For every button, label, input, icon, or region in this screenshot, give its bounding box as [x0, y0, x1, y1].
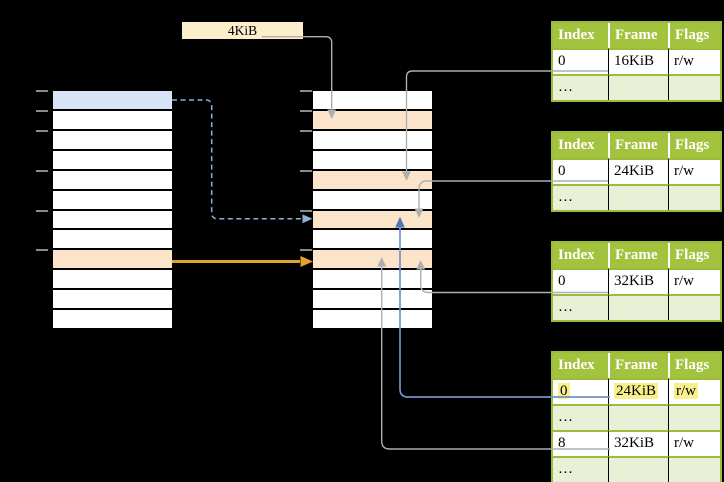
cell-flags: r/w [668, 268, 720, 294]
cell-index: 0 [553, 158, 608, 184]
cell-flags [668, 74, 720, 100]
memory-cell [313, 150, 432, 171]
yellow-highlight: 0 [558, 383, 570, 399]
page-table-3: Index Frame Flags 0 32KiB r/w … [551, 241, 722, 322]
header-frame: Frame [608, 243, 668, 268]
memory-cell [313, 130, 432, 151]
cell-index: … [553, 456, 608, 482]
tick-mark [300, 130, 312, 132]
tick-mark [36, 210, 48, 212]
memory-cell-peach [53, 250, 172, 271]
tick-mark [36, 170, 48, 172]
page-table-1: Index Frame Flags 0 16KiB r/w … [551, 21, 722, 102]
header-frame: Frame [608, 353, 668, 378]
tick-mark [36, 90, 48, 92]
cell-index: … [553, 294, 608, 320]
header-frame: Frame [608, 133, 668, 158]
arrow-dashed-page-to-frame24 [172, 99, 313, 224]
cell-flags: r/w [668, 48, 720, 74]
memory-column-middle [313, 91, 432, 331]
cell-flags-highlighted: r/w [668, 378, 720, 404]
header-index: Index [553, 243, 608, 268]
memory-cell-peach [313, 210, 432, 231]
memory-cell [313, 190, 432, 211]
memory-cell [53, 290, 172, 311]
yellow-highlight: 24KiB [614, 383, 659, 399]
memory-cell [53, 150, 172, 171]
memory-cell [53, 230, 172, 251]
memory-cell [53, 210, 172, 231]
cell-frame [608, 404, 668, 430]
arrow-orange-page-to-frame32 [172, 256, 313, 267]
memory-cell [53, 190, 172, 211]
cell-flags: r/w [668, 158, 720, 184]
memory-cell [313, 310, 432, 331]
memory-cell [53, 170, 172, 191]
header-flags: Flags [668, 353, 720, 378]
header-index: Index [553, 23, 608, 48]
memory-cell [53, 130, 172, 151]
memory-cell-peach [313, 110, 432, 131]
memory-cell [53, 310, 172, 331]
memory-cell [313, 270, 432, 291]
cell-index-highlighted: 0 [553, 378, 608, 404]
header-flags: Flags [668, 243, 720, 268]
memory-column-left [53, 91, 172, 331]
cell-flags [668, 404, 720, 430]
tick-mark [36, 249, 48, 251]
memory-cell [313, 230, 432, 251]
tick-mark [300, 90, 312, 92]
memory-cell [313, 91, 432, 111]
cell-flags: r/w [668, 430, 720, 456]
cell-index: 8 [553, 430, 608, 456]
tick-mark [300, 210, 312, 212]
tick-mark [300, 249, 312, 251]
page-table-4: Index Frame Flags 0 24KiB r/w … 8 32KiB … [551, 351, 722, 482]
cell-frame [608, 74, 668, 100]
tick-mark [36, 130, 48, 132]
tick-mark [300, 110, 312, 112]
cell-frame: 24KiB [608, 158, 668, 184]
cell-index: … [553, 404, 608, 430]
memory-cell-peach [313, 250, 432, 271]
header-flags: Flags [668, 133, 720, 158]
header-index: Index [553, 133, 608, 158]
cell-frame: 32KiB [608, 430, 668, 456]
page-table-2: Index Frame Flags 0 24KiB r/w … [551, 131, 722, 212]
header-index: Index [553, 353, 608, 378]
tick-mark [36, 110, 48, 112]
cell-frame [608, 294, 668, 320]
cell-flags [668, 456, 720, 482]
cell-frame [608, 184, 668, 210]
tick-mark [300, 170, 312, 172]
cell-index: 0 [553, 48, 608, 74]
cell-index: 0 [553, 268, 608, 294]
memory-cell [313, 290, 432, 311]
cell-index: … [553, 74, 608, 100]
memory-cell-blue [53, 91, 172, 111]
yellow-highlight: r/w [674, 383, 698, 399]
memory-cell [53, 110, 172, 131]
cell-flags [668, 184, 720, 210]
cell-frame: 16KiB [608, 48, 668, 74]
memory-cell-peach [313, 170, 432, 191]
cell-frame-highlighted: 24KiB [608, 378, 668, 404]
cell-frame: 32KiB [608, 268, 668, 294]
header-frame: Frame [608, 23, 668, 48]
cell-flags [668, 294, 720, 320]
memory-cell [53, 270, 172, 291]
cell-index: … [553, 184, 608, 210]
size-label-4kib: 4KiB [182, 22, 303, 39]
cell-frame [608, 456, 668, 482]
header-flags: Flags [668, 23, 720, 48]
